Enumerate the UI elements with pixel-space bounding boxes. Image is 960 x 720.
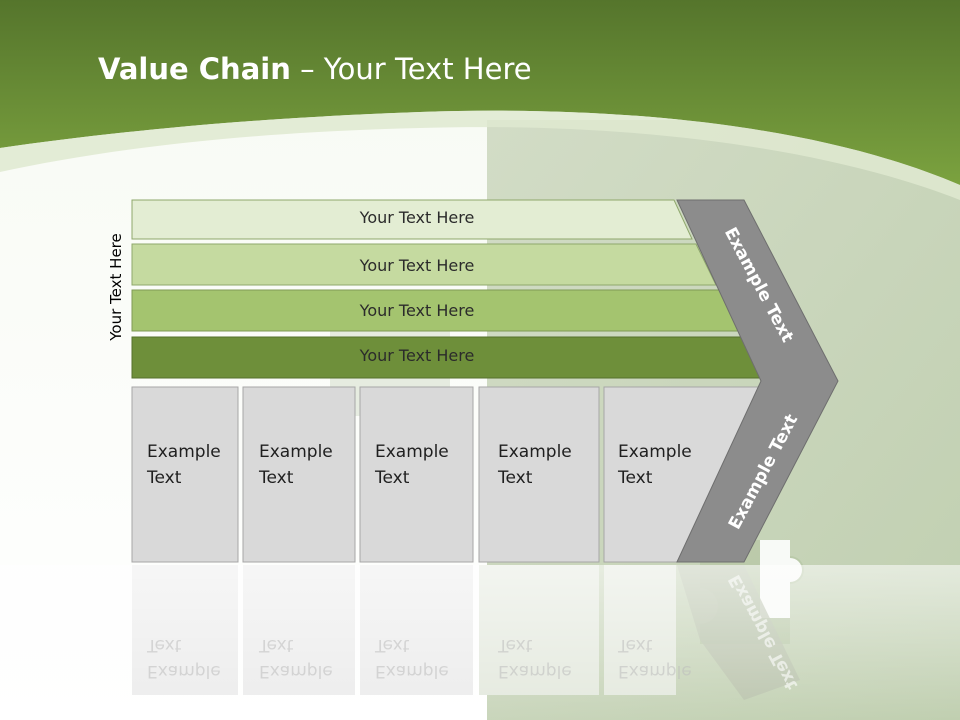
box-5-reflection-text: Example Text <box>618 632 692 684</box>
bar-2-label: Your Text Here <box>359 256 475 275</box>
box-2-reflection-line2: Text <box>259 635 294 655</box>
box-4-reflection-text: Example Text <box>498 632 572 684</box>
box-3-reflection-line2: Text <box>375 635 410 655</box>
bar-4-label: Your Text Here <box>359 346 475 365</box>
title-rest: – Your Text Here <box>290 52 532 86</box>
box-5-reflection-line2: Text <box>618 635 653 655</box>
box-3-reflection-text: Example Text <box>375 632 449 684</box>
box-5-reflection-line1: Example <box>618 661 692 681</box>
box-3-line1: Example <box>375 442 449 462</box>
bar-3-label: Your Text Here <box>359 301 475 320</box>
box-3-text: Example Text <box>375 439 449 491</box>
chevron-arrow <box>676 199 839 563</box>
box-4-line2: Text <box>498 468 533 488</box>
header-swoosh <box>0 110 960 200</box>
title-bold: Value Chain <box>98 52 291 86</box>
box-1-reflection-line2: Text <box>147 635 182 655</box>
box-2 <box>242 386 356 563</box>
box-5-line1: Example <box>618 442 692 462</box>
box-1-text: Example Text <box>147 439 221 491</box>
box-4-reflection-line2: Text <box>498 635 533 655</box>
box-4-text: Example Text <box>498 439 572 491</box>
box-3-line2: Text <box>375 468 410 488</box>
bar-1 <box>131 199 693 240</box>
reflection-fade <box>0 565 960 720</box>
box-2-text: Example Text <box>259 439 333 491</box>
box-1-reflection-line1: Example <box>147 661 221 681</box>
bar-1-label: Your Text Here <box>359 208 475 227</box>
box-5-line2: Text <box>618 468 653 488</box>
slide-title: Value Chain – Your Text Here <box>98 52 532 86</box>
box-5-text: Example Text <box>618 439 692 491</box>
box-1-reflection-text: Example Text <box>147 632 221 684</box>
box-1 <box>131 386 239 563</box>
box-4-reflection-line1: Example <box>498 661 572 681</box>
box-1-line2: Text <box>147 468 182 488</box>
box-1-line1: Example <box>147 442 221 462</box>
header-band <box>0 0 960 185</box>
box-3-reflection-line1: Example <box>375 661 449 681</box>
side-axis-label: Your Text Here <box>107 233 125 341</box>
box-2-reflection-text: Example Text <box>259 632 333 684</box>
box-3 <box>359 386 474 563</box>
box-4 <box>478 386 600 563</box>
box-2-line2: Text <box>259 468 294 488</box>
box-4-line1: Example <box>498 442 572 462</box>
box-2-reflection-line1: Example <box>259 661 333 681</box>
box-2-line1: Example <box>259 442 333 462</box>
